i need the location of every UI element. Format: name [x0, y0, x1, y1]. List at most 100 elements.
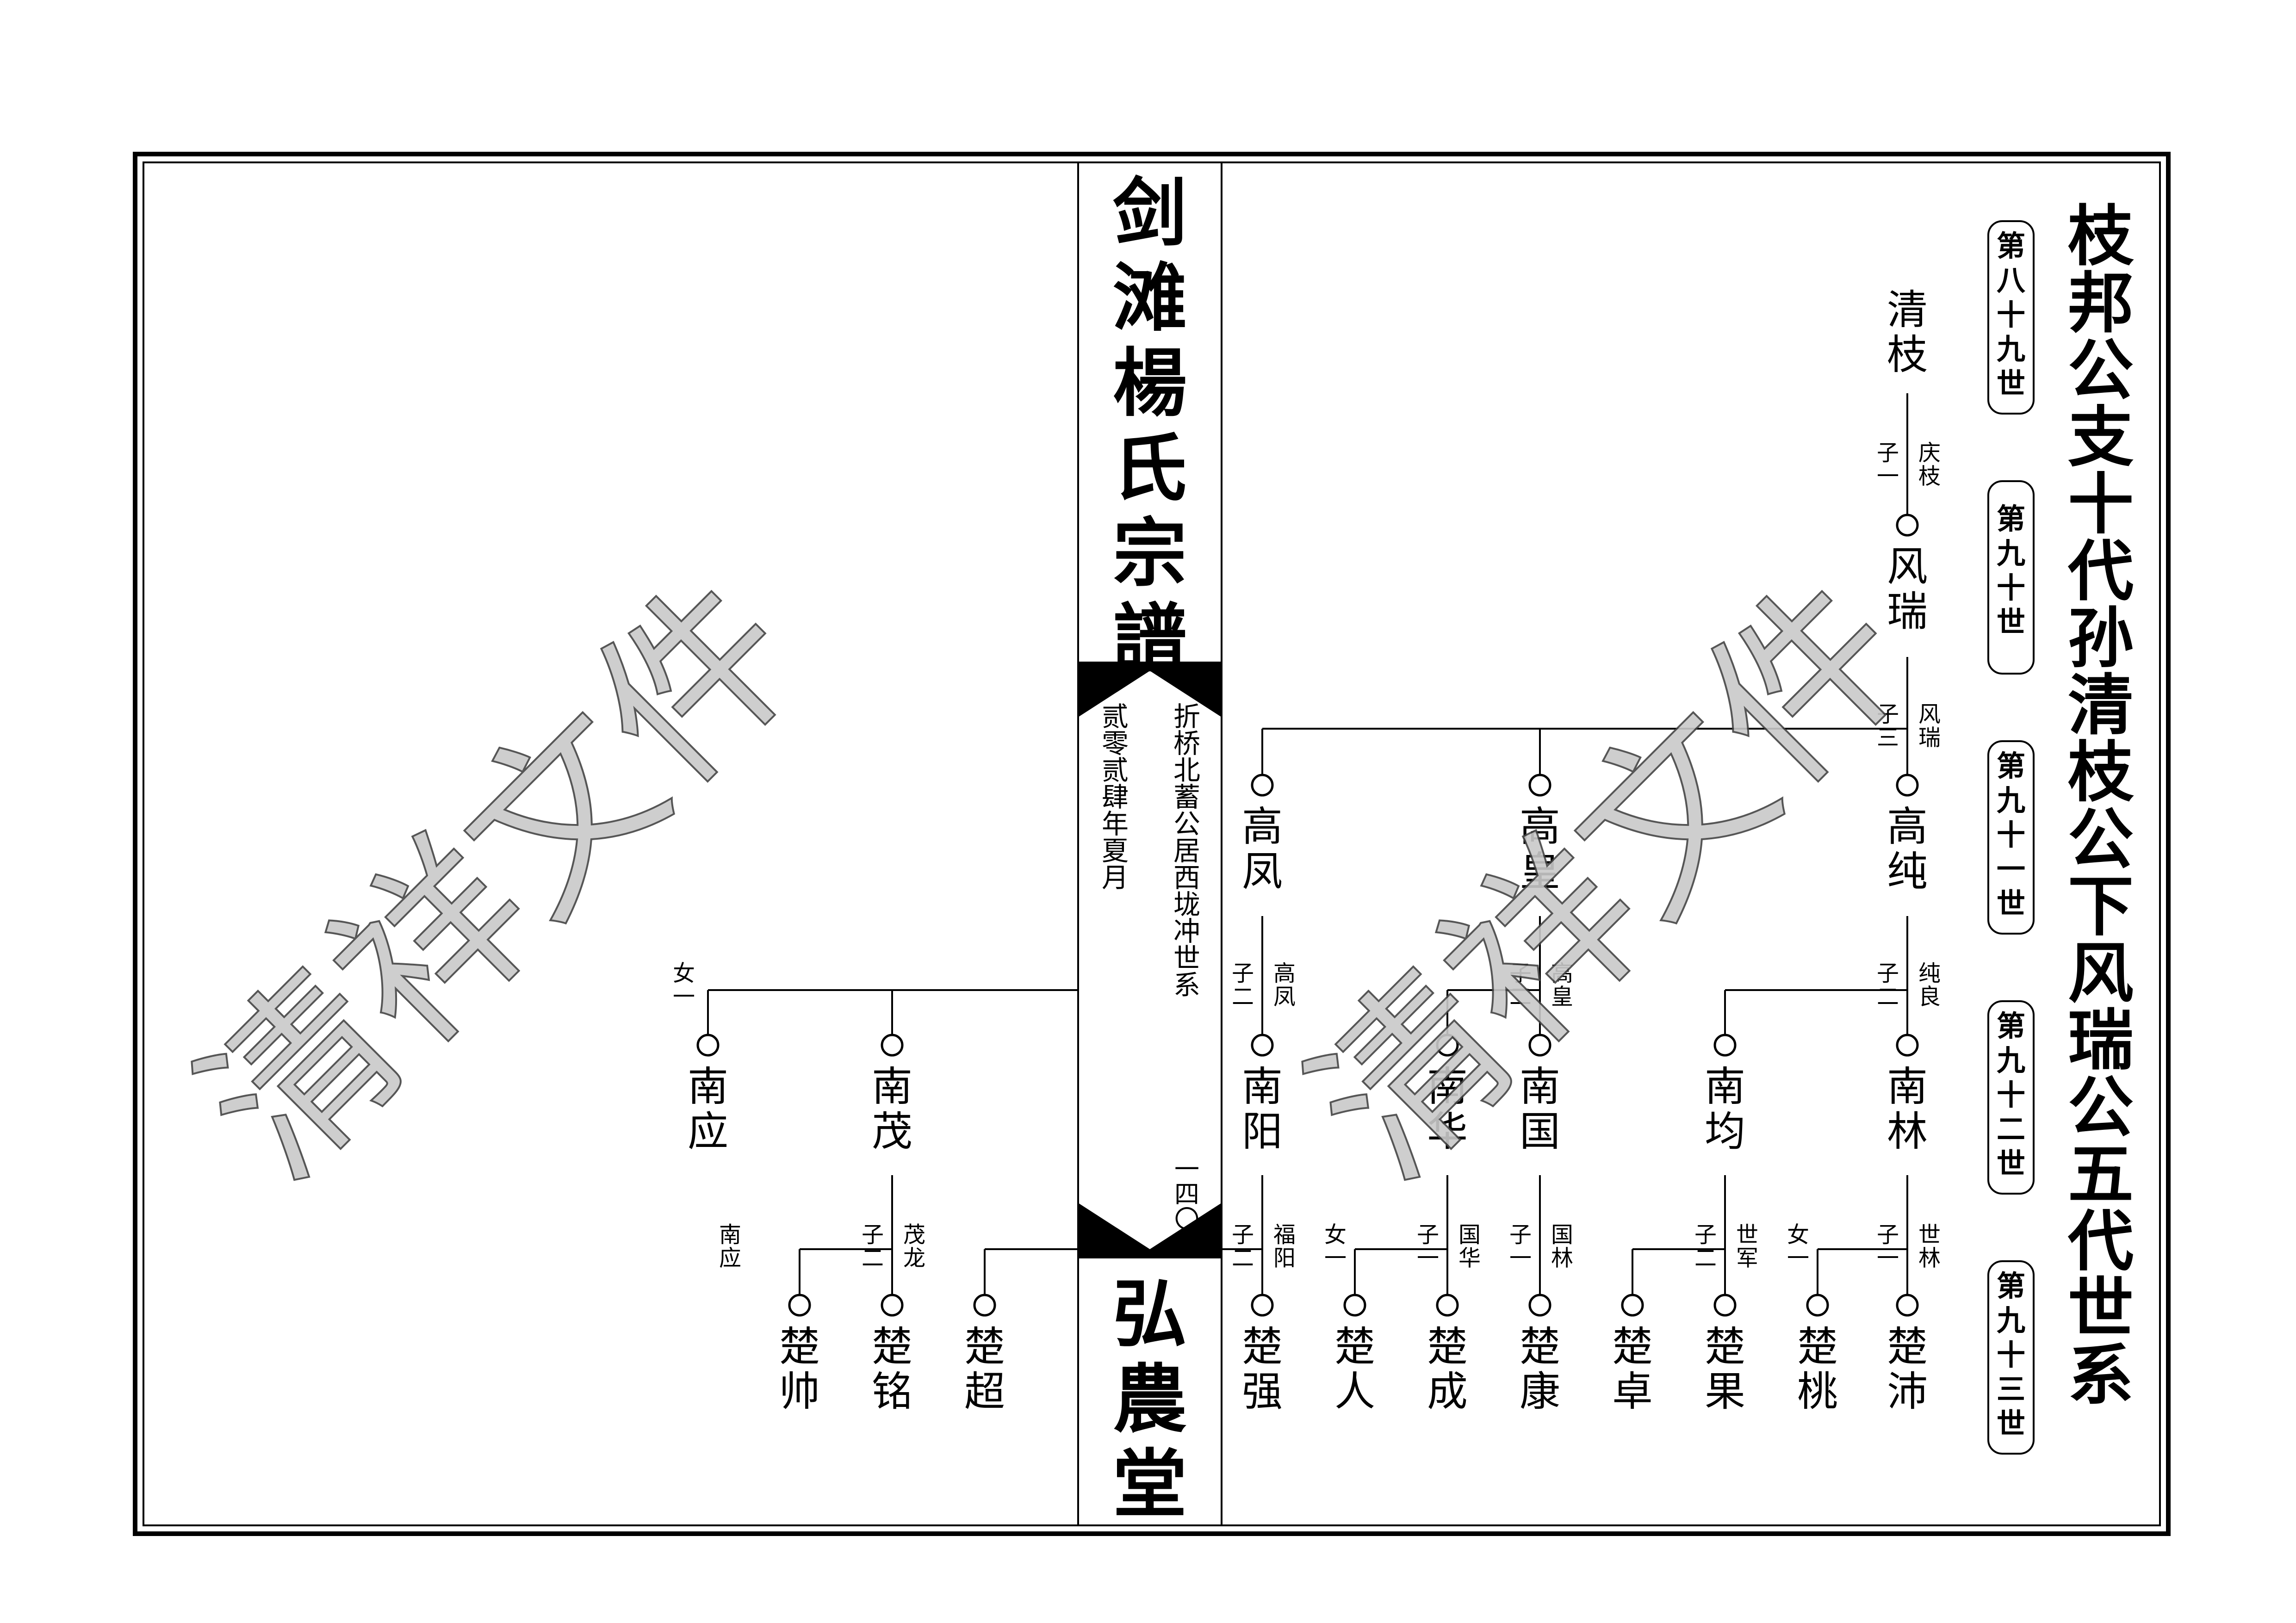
person-chuming: 楚铭 — [872, 1323, 912, 1415]
book-title: 剑滩楊氏宗譜 — [1113, 169, 1187, 682]
node-circle-gaohuang — [1528, 774, 1551, 797]
node-circle-chuchao — [973, 1294, 996, 1317]
person-nanguo: 南国 — [1520, 1063, 1560, 1155]
outer-border — [133, 152, 2171, 1536]
note-nanhua-parent: 国华 — [1458, 1222, 1481, 1271]
generation-label-93: 第九十三世 — [1997, 1269, 2025, 1441]
person-nanying: 南应 — [688, 1063, 728, 1155]
note-nanlin-child: 子一 — [1877, 1222, 1899, 1271]
node-circle-chutao — [1806, 1294, 1829, 1317]
inner-border — [143, 161, 2161, 1526]
fishtail-top — [1078, 662, 1222, 717]
node-circle-chuguo — [1713, 1294, 1737, 1317]
person-churen: 楚人 — [1334, 1323, 1375, 1415]
note-qingzhi-child: 子一 — [1877, 440, 1899, 489]
annotations: 子一 庆枝 子三 风瑞 子二 纯良 子二 高皇 子二 高凤 女一 子一 世林 女… — [673, 440, 1941, 1271]
person-gaochun: 高纯 — [1887, 803, 1928, 895]
node-circle-nanying — [696, 1034, 720, 1057]
tree-nodes — [696, 514, 1919, 1317]
node-circle-chuming — [881, 1294, 904, 1317]
node-circle-fengrui — [1896, 514, 1919, 537]
note-nanhua-daughter: 女一 — [1324, 1222, 1347, 1271]
person-gaohuang: 高皇 — [1520, 803, 1560, 895]
note-gaohuang-parent: 高皇 — [1551, 960, 1573, 1010]
node-circle-nanguo — [1528, 1034, 1551, 1057]
person-chucheng: 楚成 — [1427, 1323, 1468, 1415]
note-nanmao-daughter: 女一 — [673, 960, 695, 1010]
note-nanjun-parent: 世军 — [1736, 1222, 1758, 1271]
generation-markers: 第八十九世 第九十世 第九十一世 第九十二世 第九十三世 — [1987, 220, 2035, 1455]
generation-label-90: 第九十世 — [1997, 502, 2025, 639]
page-number: 一四〇 — [1174, 1155, 1199, 1234]
note-gaofeng-child: 子二 — [1232, 960, 1254, 1010]
note-nanguo-parent: 国林 — [1551, 1222, 1573, 1271]
person-chuzhuo: 楚卓 — [1612, 1323, 1653, 1415]
node-circle-chupei — [1896, 1294, 1919, 1317]
date-label: 贰零贰肆年夏月 — [1102, 701, 1129, 893]
node-circle-gaofeng — [1251, 774, 1274, 797]
node-circle-chucheng — [1436, 1294, 1459, 1317]
book-spine — [1077, 162, 1222, 1525]
hall-name: 弘農堂 — [1113, 1270, 1187, 1528]
tree-lines — [707, 393, 1908, 1295]
generation-label-89: 第八十九世 — [1997, 229, 2026, 401]
note-nanying-parent: 南应 — [719, 1222, 741, 1271]
person-nanjun: 南均 — [1705, 1063, 1745, 1155]
generation-box-92 — [1987, 1000, 2035, 1195]
person-qingzhi: 清枝 — [1887, 286, 1928, 378]
note-fengrui-child: 子三 — [1877, 701, 1899, 750]
node-circle-nanyang — [1251, 1034, 1274, 1057]
person-nanhua: 南华 — [1427, 1063, 1468, 1155]
person-fengrui: 风瑞 — [1887, 543, 1928, 635]
generation-label-92: 第九十二世 — [1997, 1009, 2025, 1181]
person-chushuai: 楚帅 — [779, 1323, 820, 1415]
note-nanmao-parent: 茂龙 — [903, 1222, 925, 1271]
node-circle-churen — [1343, 1294, 1366, 1317]
note-gaofeng-parent: 高凤 — [1273, 960, 1296, 1010]
watermark-left: 清祥文件 — [161, 540, 838, 1218]
watermark-right: 清祥文件 — [1272, 540, 1949, 1218]
note-fengrui-parent: 风瑞 — [1918, 701, 1941, 750]
person-names: 清枝 风瑞 高纯 高皇 高凤 南林 南均 南国 南华 南阳 南茂 南应 楚沛 楚… — [688, 286, 1928, 1415]
node-circle-chuqiang — [1251, 1294, 1274, 1317]
note-nanyang-child: 子二 — [1232, 1222, 1254, 1271]
node-circle-nanlin — [1896, 1034, 1919, 1057]
note-nanmao-child: 子二 — [862, 1222, 884, 1271]
note-gaochun-parent: 纯良 — [1918, 960, 1941, 1010]
generation-box-93 — [1987, 1260, 2035, 1455]
note-nanhua-child: 子一 — [1417, 1222, 1439, 1271]
note-nanlin-daughter: 女一 — [1787, 1222, 1809, 1271]
watermark-text-left: 清祥文件 — [162, 541, 838, 1217]
generation-box-91 — [1987, 740, 2035, 935]
node-circle-nanhua — [1436, 1034, 1459, 1057]
generation-box-90 — [1987, 480, 2035, 675]
note-nanjun-child: 子二 — [1694, 1222, 1717, 1271]
person-chuchao: 楚超 — [964, 1323, 1005, 1415]
note-qingzhi-parent: 庆枝 — [1918, 440, 1941, 489]
person-nanmao: 南茂 — [872, 1063, 912, 1155]
person-nanlin: 南林 — [1887, 1063, 1928, 1155]
node-circle-chukang — [1528, 1294, 1551, 1317]
note-gaochun-child: 子二 — [1877, 960, 1899, 1010]
node-circle-chuzhuo — [1621, 1294, 1644, 1317]
node-circle-chushuai — [788, 1294, 811, 1317]
generation-box-89 — [1987, 220, 2035, 415]
person-nanyang: 南阳 — [1242, 1063, 1283, 1155]
node-circle-gaochun — [1896, 774, 1919, 797]
person-chuguo: 楚果 — [1705, 1323, 1745, 1415]
person-chuqiang: 楚强 — [1242, 1323, 1283, 1415]
note-nanyang-parent: 福阳 — [1273, 1222, 1296, 1271]
chapter-title: 枝邦公支十代孙清枝公下风瑞公五代世系 — [2067, 198, 2134, 1414]
note-nanguo-child: 子一 — [1509, 1222, 1532, 1271]
person-chukang: 楚康 — [1520, 1323, 1560, 1415]
note-gaohuang-child: 子二 — [1509, 960, 1532, 1010]
fishtail-bottom — [1078, 1203, 1222, 1258]
note-nanlin-parent: 世林 — [1918, 1222, 1941, 1271]
person-chupei: 楚沛 — [1887, 1323, 1928, 1415]
node-circle-nanmao — [881, 1034, 904, 1057]
generation-label-91: 第九十一世 — [1997, 749, 2025, 921]
watermark-text-right: 清祥文件 — [1272, 541, 1948, 1217]
node-circle-nanjun — [1713, 1034, 1737, 1057]
lineage-label: 折桥北蓄公居西垅冲世系 — [1173, 701, 1200, 1001]
